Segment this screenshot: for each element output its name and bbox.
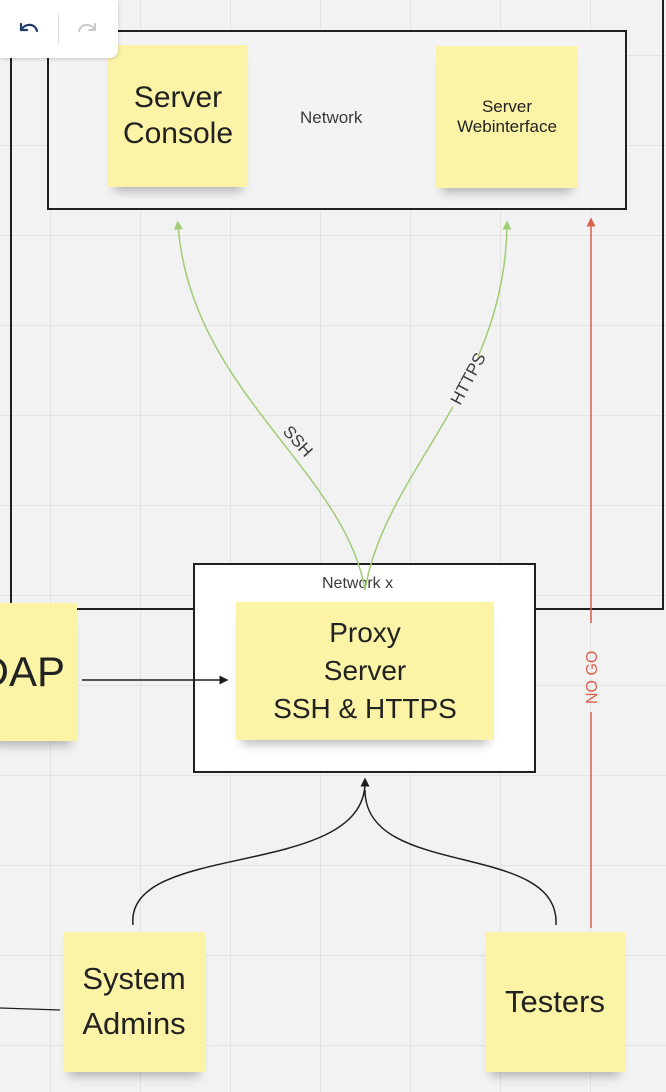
admins-left-connector[interactable] bbox=[0, 1007, 61, 1011]
server-console-note[interactable]: Server Console bbox=[108, 45, 248, 187]
toolbar bbox=[0, 0, 118, 58]
server-webinterface-note[interactable]: Server Webinterface bbox=[436, 46, 578, 188]
redo-icon bbox=[78, 23, 96, 32]
network-label: Network bbox=[300, 108, 363, 127]
no-go-label: NO GO bbox=[584, 651, 601, 704]
undo-icon bbox=[19, 22, 39, 33]
https-label-bg bbox=[444, 353, 489, 412]
ldap-note[interactable]: DAP bbox=[0, 603, 77, 741]
network-x-label: Network x bbox=[322, 575, 394, 592]
ssh-connector[interactable] bbox=[173, 220, 366, 591]
testers-connector[interactable] bbox=[364, 789, 557, 926]
ssh-label: SSH bbox=[279, 422, 317, 461]
testers-note[interactable]: Testers bbox=[485, 932, 625, 1072]
proxy-server-note[interactable]: Proxy Server SSH & HTTPS bbox=[236, 602, 494, 740]
admins-connector[interactable] bbox=[132, 777, 370, 926]
toolbar-divider bbox=[58, 14, 59, 44]
redo-button[interactable] bbox=[70, 11, 106, 47]
undo-button[interactable] bbox=[10, 11, 46, 47]
https-connector[interactable] bbox=[364, 220, 512, 591]
system-admins-note[interactable]: System Admins bbox=[63, 932, 205, 1072]
